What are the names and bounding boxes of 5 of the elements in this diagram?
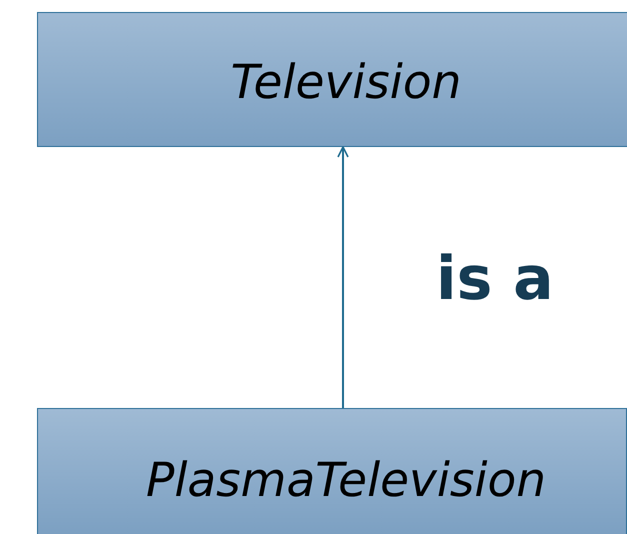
class-name: PlasmaTelevision xyxy=(144,452,548,510)
inheritance-arrow xyxy=(337,146,349,408)
class-name: Television xyxy=(230,54,462,112)
class-box xyxy=(37,408,627,534)
class-box xyxy=(37,12,627,147)
